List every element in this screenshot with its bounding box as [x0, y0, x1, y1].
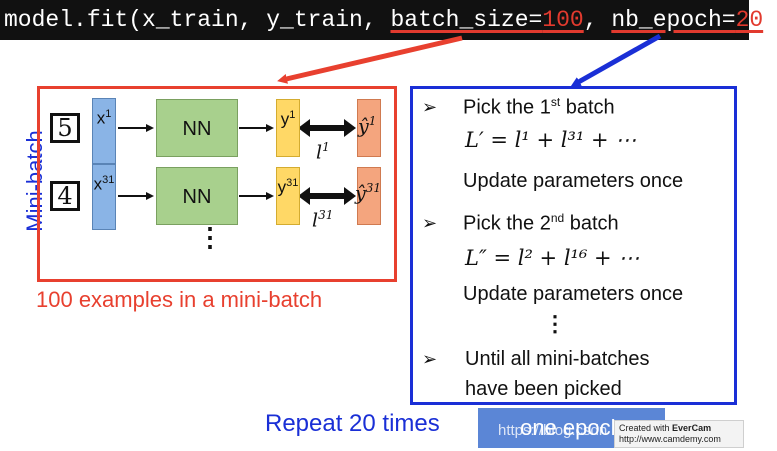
output-y31: y31	[276, 167, 300, 225]
step-until-all-picked-line2: have been picked	[465, 378, 622, 400]
nb-epoch-arrow	[570, 33, 662, 87]
code-separator: ,	[583, 7, 612, 33]
bullet-icon: ➢	[422, 349, 438, 369]
step-pick-second-batch: Pick the 2nd batch	[463, 211, 619, 235]
mini-batch-box	[37, 86, 397, 282]
target-yhat1-label: ŷ1	[358, 114, 377, 138]
more-rows-ellipsis: ⋮	[197, 222, 223, 252]
code-line: model.fit(x_train, y_train, batch_size=1…	[0, 0, 777, 40]
digit-image-5: 5	[50, 113, 80, 143]
step-update-second: Update parameters once	[463, 283, 684, 305]
bullet-icon: ➢	[422, 213, 438, 233]
more-steps-ellipsis: ⋮	[544, 311, 566, 336]
batch-size-param: batch_size=100	[390, 7, 584, 33]
loss-l31: l31	[312, 208, 334, 232]
repeat-label: Repeat 20 times	[265, 410, 440, 437]
formula-loss-second: L″ = l² + l¹⁶ + ⋯	[465, 246, 640, 270]
target-yhat31-label: ŷ31	[355, 181, 382, 205]
input-x31: x31	[92, 164, 116, 230]
target-yhat31-box	[357, 167, 381, 225]
step-update-first: Update parameters once	[463, 170, 684, 192]
target-yhat1-box	[357, 99, 381, 157]
watermark-url: https://blog.csdn	[498, 422, 608, 439]
step-pick-first-batch: Pick the 1st batch	[463, 95, 615, 119]
step-until-all-picked-line1: Until all mini-batches	[465, 348, 650, 370]
output-y1: y1	[276, 99, 300, 157]
nb-epoch-value: 20	[735, 7, 764, 33]
network-box-1: NN	[156, 99, 238, 157]
formula-loss-first: L′ = l¹ + l³¹ + ⋯	[465, 128, 637, 152]
nb-epoch-param: nb_epoch=20	[611, 7, 764, 33]
mini-batch-caption: 100 examples in a mini-batch	[36, 287, 323, 312]
network-box-31: NN	[156, 167, 238, 225]
input-x1: x1	[92, 98, 116, 164]
batch-size-value: 100	[542, 7, 584, 33]
code-suffix: )	[763, 7, 777, 33]
training-steps-box	[410, 86, 737, 405]
digit-image-4: 4	[50, 181, 80, 211]
evercam-watermark: Created with EverCam http://www.camdemy.…	[614, 420, 744, 448]
code-prefix: model.fit(x_train, y_train,	[4, 7, 391, 33]
bullet-icon: ➢	[422, 97, 438, 117]
loss-l1: l1	[316, 140, 330, 164]
batch-size-arrow	[277, 35, 463, 84]
